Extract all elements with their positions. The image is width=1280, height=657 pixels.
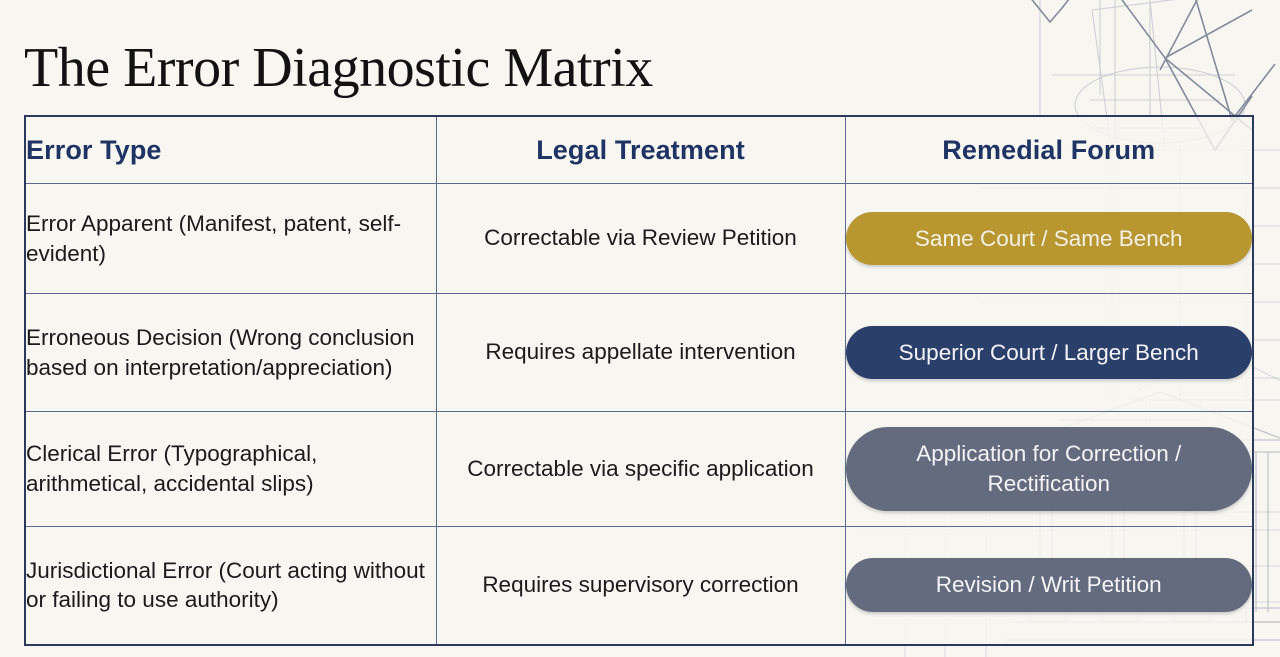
matrix-table: Error Type Legal Treatment Remedial Foru… (24, 115, 1254, 646)
column-header-legal-treatment: Legal Treatment (435, 115, 846, 184)
cell-error-type: Clerical Error (Typographical, arithmeti… (24, 411, 437, 527)
cell-error-type: Jurisdictional Error (Court acting witho… (24, 526, 437, 645)
cell-legal-treatment: Requires supervisory correction (435, 526, 846, 645)
page-title: The Error Diagnostic Matrix (24, 36, 653, 99)
forum-badge: Superior Court / Larger Bench (845, 325, 1252, 380)
cell-error-type: Error Apparent (Manifest, patent, self-e… (24, 183, 437, 294)
cell-legal-treatment: Correctable via Review Petition (435, 183, 846, 294)
header-row: Error Type Legal Treatment Remedial Foru… (24, 115, 1254, 184)
cell-remedial-forum: Application for Correction / Rectificati… (844, 411, 1254, 527)
table-body: Error Apparent (Manifest, patent, self-e… (24, 183, 1254, 645)
table-row: Jurisdictional Error (Court acting witho… (24, 526, 1254, 645)
forum-badge: Same Court / Same Bench (845, 211, 1252, 266)
cell-remedial-forum: Same Court / Same Bench (844, 183, 1254, 294)
cell-legal-treatment: Requires appellate intervention (435, 293, 846, 412)
column-header-remedial-forum: Remedial Forum (844, 115, 1254, 184)
cell-legal-treatment: Correctable via specific application (435, 411, 846, 527)
table-row: Error Apparent (Manifest, patent, self-e… (24, 183, 1254, 294)
table-header: Error Type Legal Treatment Remedial Foru… (24, 115, 1254, 184)
cell-error-type: Erroneous Decision (Wrong conclusion bas… (24, 293, 437, 412)
error-diagnostic-matrix: Error Type Legal Treatment Remedial Foru… (24, 115, 1254, 646)
forum-badge: Application for Correction / Rectificati… (845, 427, 1252, 511)
cell-remedial-forum: Revision / Writ Petition (844, 526, 1254, 645)
column-header-error-type: Error Type (24, 115, 437, 184)
forum-badge: Revision / Writ Petition (845, 558, 1252, 613)
cell-remedial-forum: Superior Court / Larger Bench (844, 293, 1254, 412)
table-row: Clerical Error (Typographical, arithmeti… (24, 411, 1254, 527)
table-row: Erroneous Decision (Wrong conclusion bas… (24, 293, 1254, 412)
